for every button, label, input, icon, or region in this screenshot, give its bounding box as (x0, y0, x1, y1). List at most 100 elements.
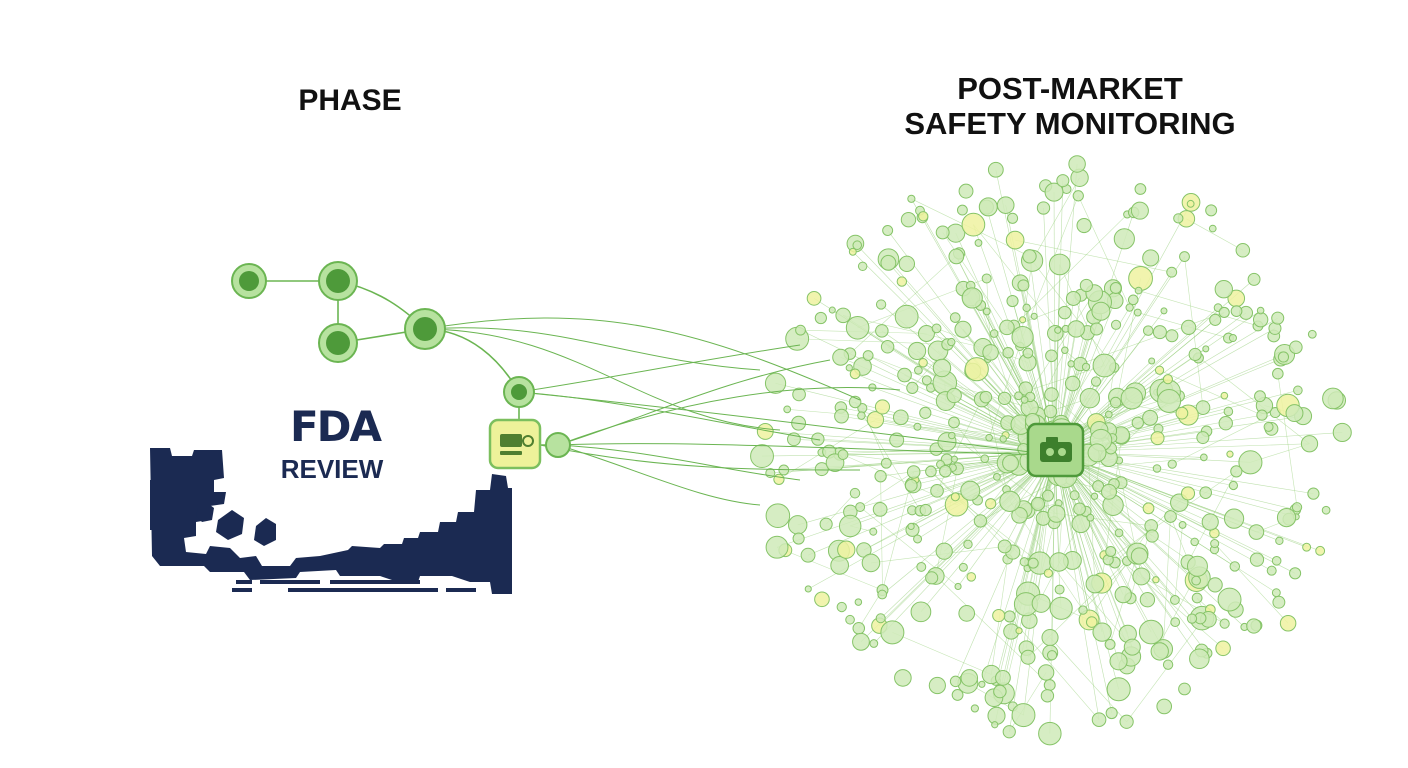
network-node (1044, 182, 1064, 202)
network-edge (825, 492, 856, 525)
network-edge (882, 451, 1056, 595)
network-node (837, 449, 849, 460)
network-node (828, 306, 836, 314)
network-node (765, 535, 789, 559)
network-node (765, 503, 791, 529)
network-node (845, 364, 853, 372)
network-node (1199, 486, 1212, 499)
network-node (1109, 396, 1122, 409)
network-node (982, 307, 991, 316)
network-node (1228, 480, 1239, 491)
network-node (964, 357, 989, 382)
network-node (834, 408, 849, 424)
network-edge (955, 451, 1056, 682)
network-edge (1054, 451, 1112, 714)
network-node (792, 387, 806, 402)
network-node (1090, 492, 1099, 500)
network-node (1019, 557, 1030, 567)
network-node (838, 514, 862, 538)
network-node (900, 211, 917, 228)
network-node (1164, 510, 1177, 523)
network-edge (1186, 218, 1243, 251)
network-node (1105, 545, 1117, 558)
network-edge (1054, 203, 1191, 453)
network-node (1235, 243, 1251, 258)
network-node (1106, 677, 1131, 702)
network-node (836, 601, 847, 613)
network-node (1145, 529, 1159, 543)
network-node (992, 608, 1006, 623)
network-edge (955, 496, 1040, 564)
network-node (1156, 698, 1173, 715)
network-node (1130, 547, 1148, 565)
network-node (993, 473, 1001, 481)
network-node (907, 341, 927, 361)
network-node (1252, 312, 1269, 328)
network-edge (1054, 451, 1280, 542)
network-nodes (750, 155, 1352, 746)
network-node (1208, 224, 1217, 233)
network-node (913, 365, 923, 375)
network-node (954, 582, 962, 591)
network-node (1175, 406, 1189, 420)
phase-node-5 (503, 376, 535, 408)
network-node (925, 571, 939, 585)
network-node (1190, 537, 1199, 547)
network-node (1120, 387, 1144, 410)
network-node (1031, 593, 1051, 613)
network-node (1085, 574, 1105, 594)
network-node (1114, 585, 1132, 604)
network-edge (859, 471, 914, 508)
fda-logo: FDA (289, 402, 382, 451)
phase-node-2 (318, 261, 358, 301)
network-node (1065, 290, 1081, 306)
network-node (1011, 507, 1028, 524)
network-edge (892, 632, 992, 675)
network-node (1040, 689, 1055, 703)
network-node (1022, 249, 1037, 264)
network-node (837, 540, 856, 559)
network-node (1130, 201, 1149, 220)
network-node (804, 585, 812, 593)
phase-node-4 (404, 308, 446, 350)
network-node (935, 225, 950, 240)
network-node (954, 320, 972, 338)
network-node (792, 532, 805, 545)
network-node (987, 161, 1004, 178)
network-edge (1051, 451, 1056, 656)
network-node (950, 492, 960, 502)
network-edge (1214, 543, 1289, 624)
network-node (1230, 465, 1243, 478)
network-node (869, 527, 878, 536)
network-edge (1138, 290, 1259, 327)
network-node (896, 276, 908, 287)
network-node (806, 291, 822, 306)
post-market-line-1: POST-MARKET (957, 71, 1183, 106)
network-node (862, 350, 874, 361)
network-node (1248, 524, 1265, 540)
network-edge (1194, 354, 1310, 444)
network-node (961, 212, 986, 237)
network-node (1162, 659, 1174, 670)
network-node (904, 479, 918, 492)
network-node (1043, 404, 1058, 419)
network-node (1043, 679, 1056, 692)
network-node (1043, 568, 1053, 578)
network-node (930, 483, 944, 498)
network-node (916, 561, 927, 572)
network-node (1201, 513, 1219, 531)
network-node (852, 632, 870, 651)
network-node (880, 457, 892, 469)
network-node (917, 325, 935, 342)
network-node (1223, 406, 1234, 417)
network-node (874, 399, 891, 415)
network-node (1104, 410, 1113, 419)
network-node (1110, 319, 1122, 330)
network-edge (880, 476, 883, 591)
network-node (958, 183, 974, 199)
network-edge (1054, 451, 1100, 720)
network-node (947, 337, 956, 347)
network-node (996, 196, 1015, 214)
network-node (1139, 592, 1156, 608)
network-node (1154, 365, 1165, 375)
